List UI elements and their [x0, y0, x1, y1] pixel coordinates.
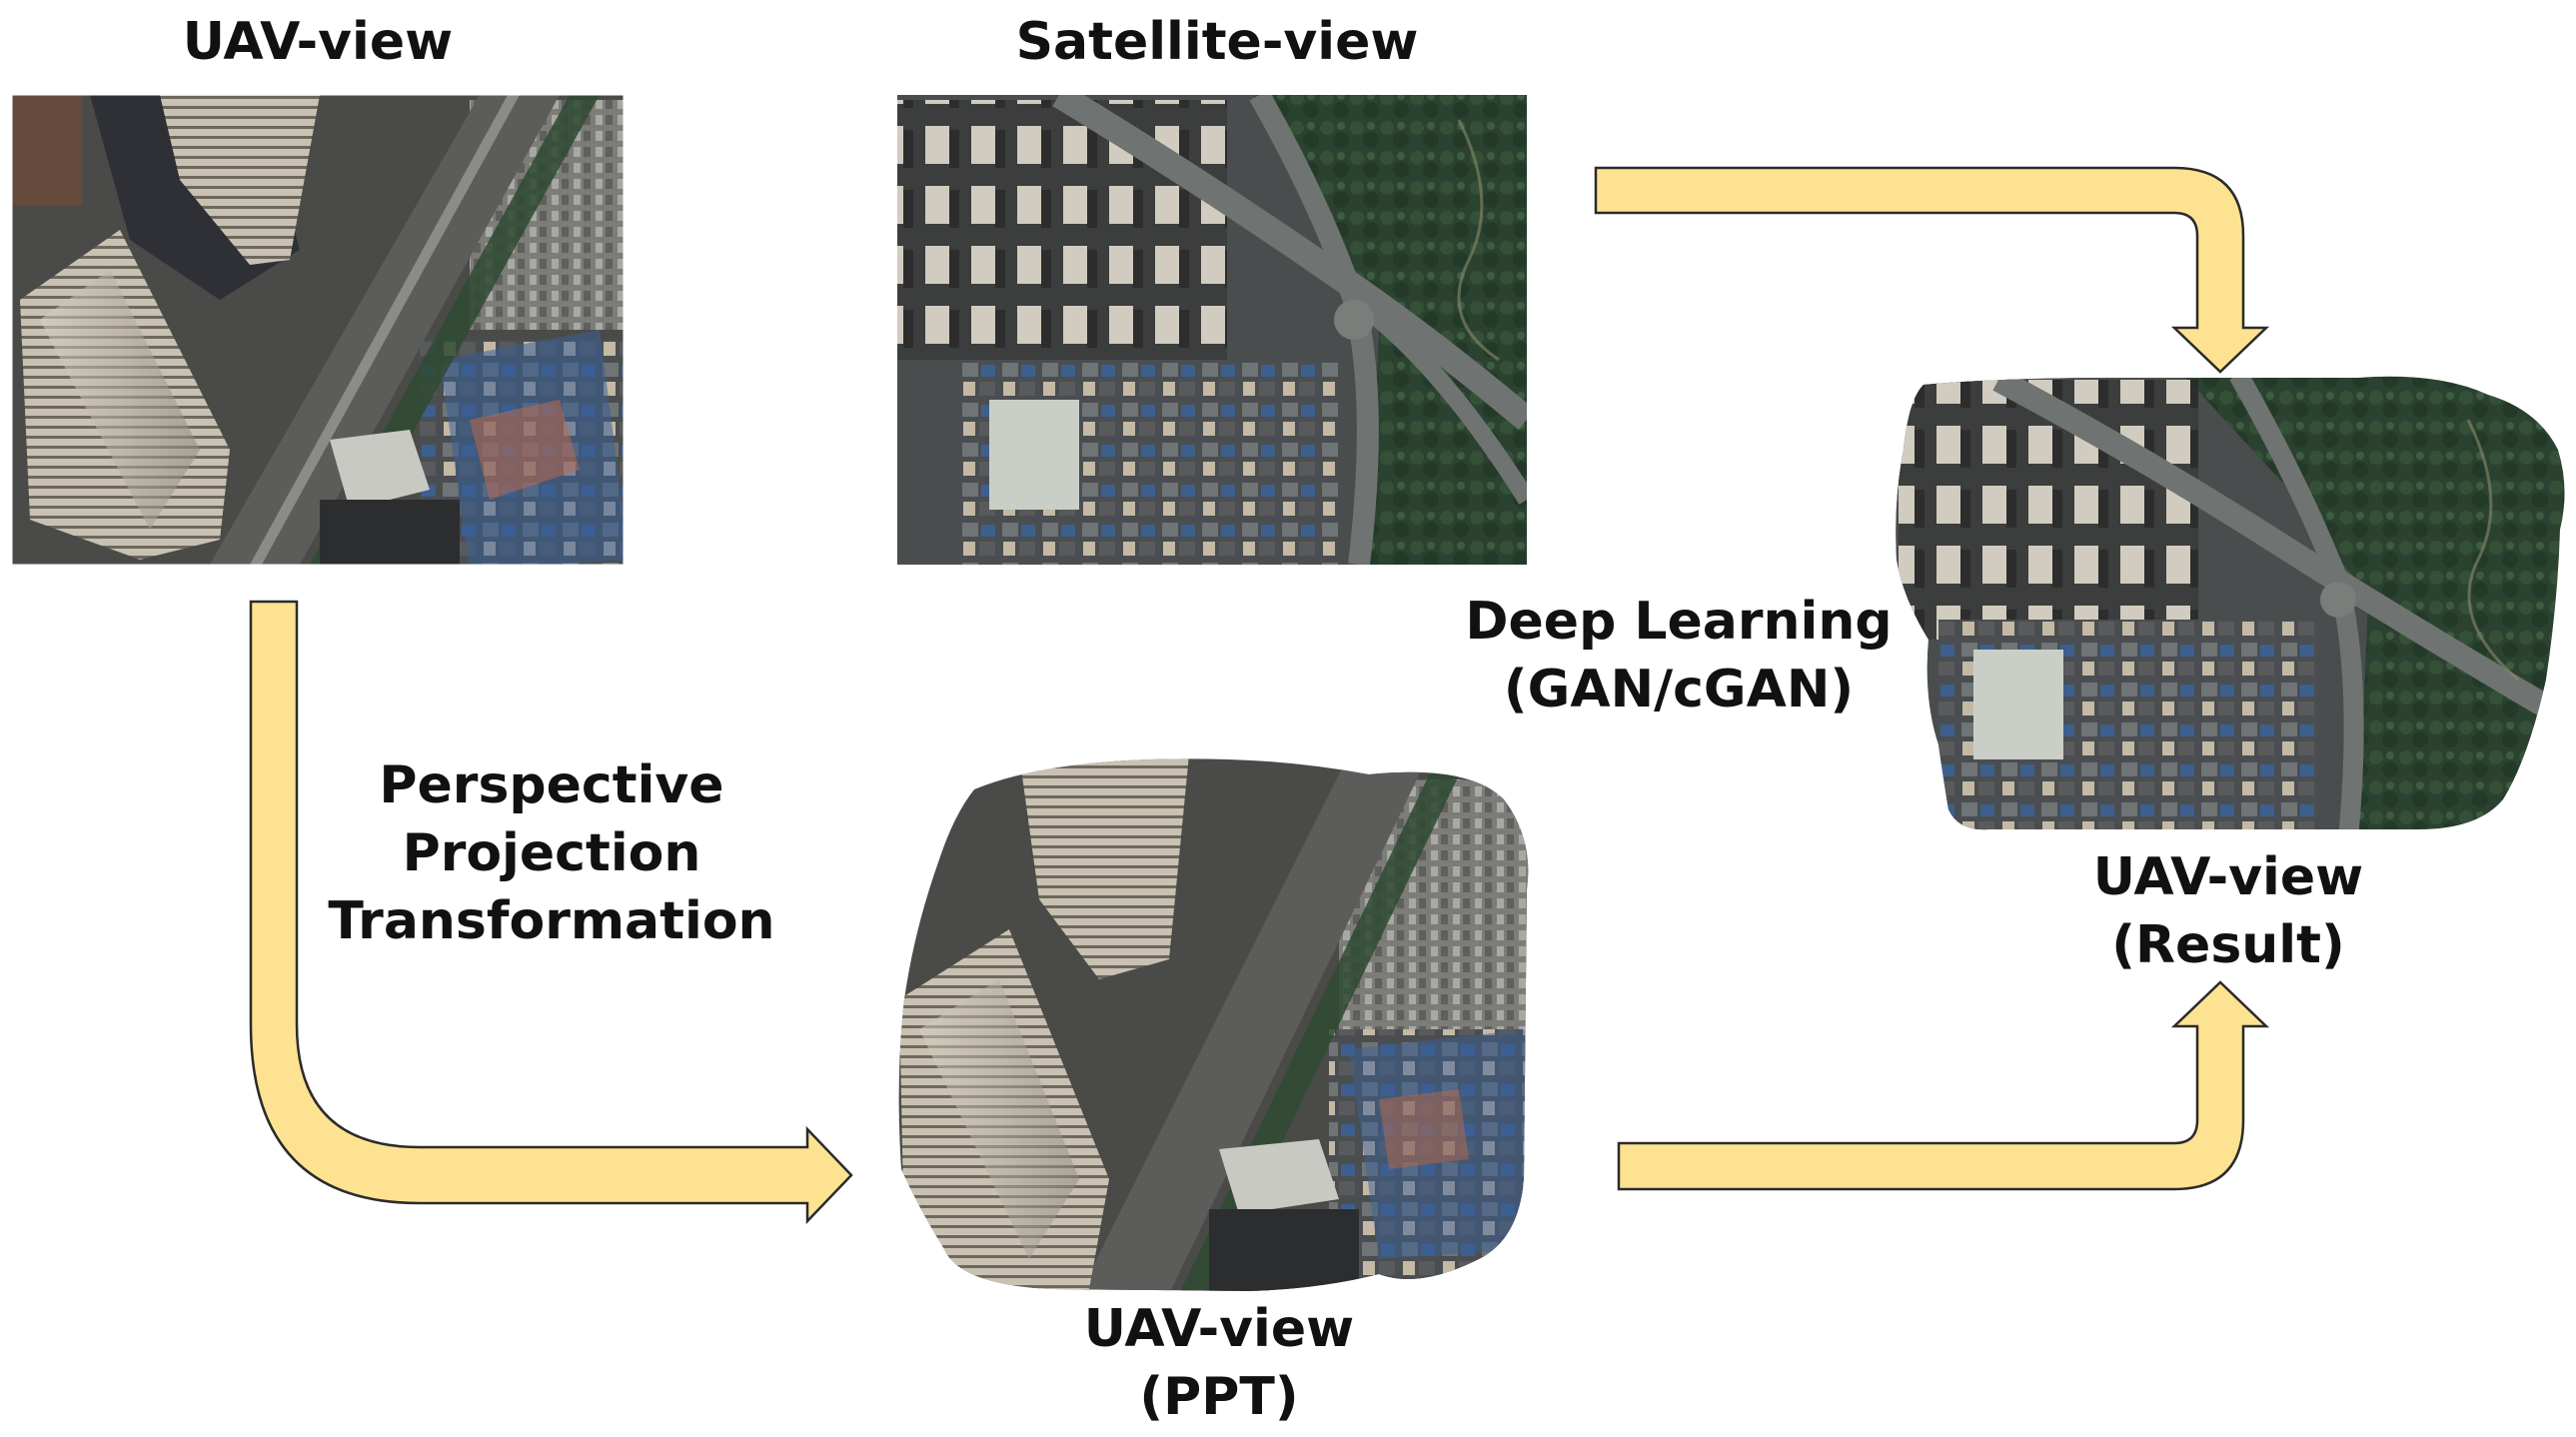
uav-ppt-image [898, 758, 1529, 1291]
ppt-label-line3: Transformation [328, 891, 775, 951]
deep-learning-line2: (GAN/cGAN) [1503, 660, 1855, 719]
uav-view-frame [11, 94, 625, 566]
satellite-view-title: Satellite-view [1015, 12, 1419, 72]
uav-result-caption-line1: UAV-view [2092, 847, 2364, 907]
uav-view-title: UAV-view [182, 12, 454, 72]
uav-ppt-caption-line1: UAV-view [1083, 1299, 1355, 1359]
uav-result-image [1896, 376, 2565, 830]
uav-result-caption: UAV-view (Result) [2048, 843, 2408, 979]
uav-ppt-caption-line2: (PPT) [1139, 1367, 1299, 1427]
deep-learning-label: Deep Learning (GAN/cGAN) [1459, 588, 1899, 723]
uav-view-image [12, 95, 624, 565]
ppt-label-line2: Projection [402, 823, 701, 883]
uav-ppt-caption: UAV-view (PPT) [1039, 1295, 1399, 1431]
ppt-transform-label: Perspective Projection Transformation [322, 751, 781, 955]
satellite-view-image [897, 95, 1527, 565]
deep-learning-line1: Deep Learning [1465, 592, 1893, 652]
ppt-flow-arrow [249, 600, 853, 1225]
uav-result-caption-line2: (Result) [2111, 915, 2345, 975]
ppt-label-line1: Perspective [379, 755, 724, 815]
result-flow-arrow [1617, 980, 2270, 1191]
satellite-flow-arrow [1594, 166, 2270, 374]
